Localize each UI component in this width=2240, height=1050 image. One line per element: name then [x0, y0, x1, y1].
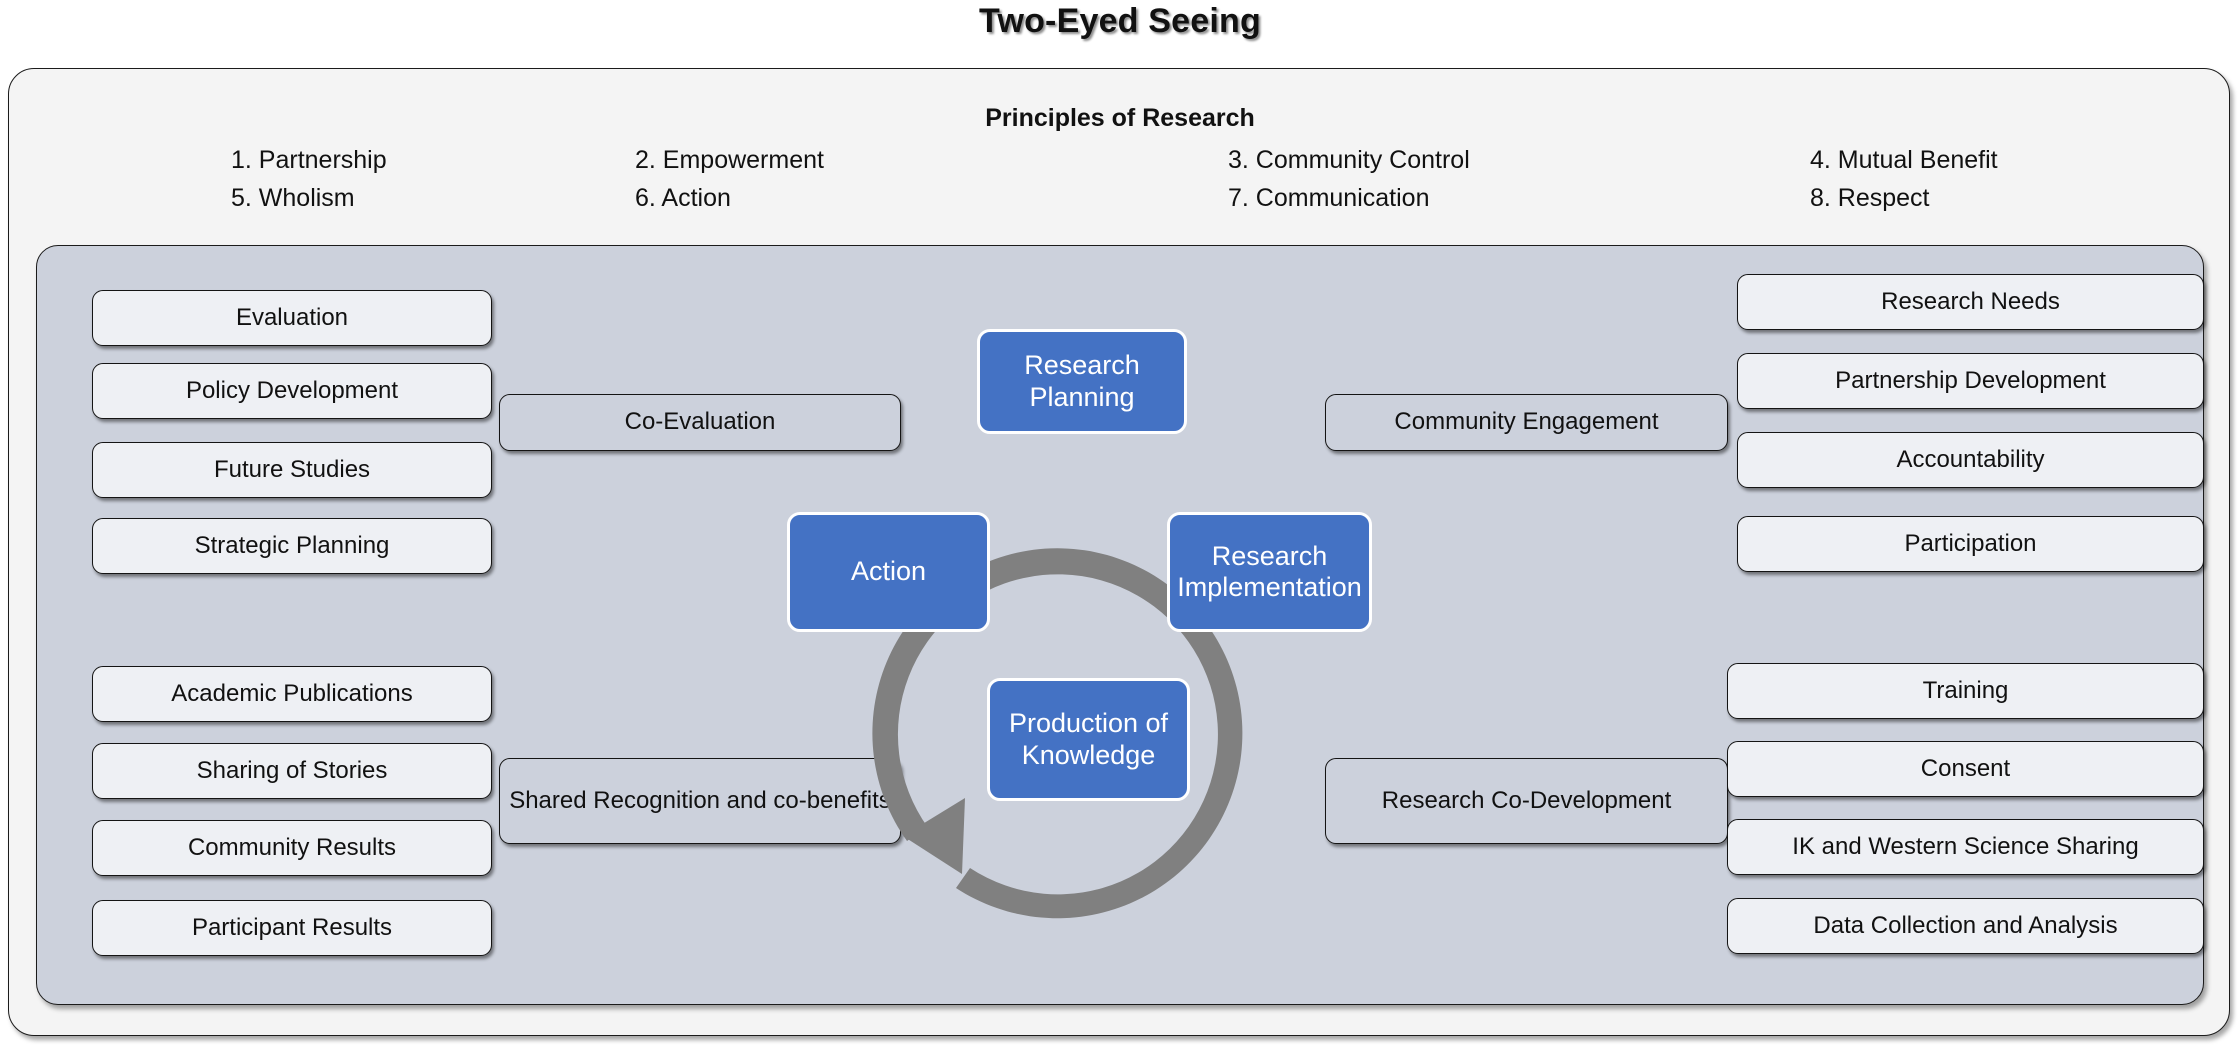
- principle-item-8: 8. Respect: [1810, 184, 1930, 212]
- node-participation[interactable]: Participation: [1737, 516, 2204, 572]
- inner-panel: Evaluation Policy Development Future Stu…: [36, 245, 2204, 1005]
- cycle-node-research-implementation[interactable]: Research Implementation: [1167, 512, 1372, 632]
- cycle-node-production-of-knowledge[interactable]: Production of Knowledge: [987, 678, 1190, 801]
- node-shared-recognition-and-co-benefits[interactable]: Shared Recognition and co-benefits: [499, 758, 901, 844]
- page-title: Two-Eyed Seeing: [979, 2, 1261, 40]
- node-participant-results[interactable]: Participant Results: [92, 900, 492, 956]
- node-strategic-planning[interactable]: Strategic Planning: [92, 518, 492, 574]
- principles-grid: 1. Partnership 5. Wholism 2. Empowerment…: [9, 146, 2231, 246]
- node-sharing-of-stories[interactable]: Sharing of Stories: [92, 743, 492, 799]
- node-community-engagement[interactable]: Community Engagement: [1325, 394, 1728, 451]
- principle-item-1: 1. Partnership: [231, 146, 387, 174]
- node-partnership-development[interactable]: Partnership Development: [1737, 353, 2204, 409]
- node-accountability[interactable]: Accountability: [1737, 432, 2204, 488]
- node-community-results[interactable]: Community Results: [92, 820, 492, 876]
- node-policy-development[interactable]: Policy Development: [92, 363, 492, 419]
- node-co-evaluation[interactable]: Co-Evaluation: [499, 394, 901, 451]
- principle-item-2: 2. Empowerment: [635, 146, 824, 174]
- principle-item-5: 5. Wholism: [231, 184, 355, 212]
- principle-item-6: 6. Action: [635, 184, 731, 212]
- node-data-collection-and-analysis[interactable]: Data Collection and Analysis: [1727, 898, 2204, 954]
- cycle-node-action[interactable]: Action: [787, 512, 990, 632]
- principles-heading: Principles of Research: [985, 104, 1255, 132]
- node-consent[interactable]: Consent: [1727, 741, 2204, 797]
- node-academic-publications[interactable]: Academic Publications: [92, 666, 492, 722]
- cycle-node-research-planning[interactable]: Research Planning: [977, 329, 1187, 434]
- node-evaluation[interactable]: Evaluation: [92, 290, 492, 346]
- node-ik-and-western-science-sharing[interactable]: IK and Western Science Sharing: [1727, 819, 2204, 875]
- node-research-needs[interactable]: Research Needs: [1737, 274, 2204, 330]
- node-research-co-development[interactable]: Research Co-Development: [1325, 758, 1728, 844]
- node-future-studies[interactable]: Future Studies: [92, 442, 492, 498]
- node-training[interactable]: Training: [1727, 663, 2204, 719]
- principle-item-3: 3. Community Control: [1228, 146, 1470, 174]
- principle-item-7: 7. Communication: [1228, 184, 1430, 212]
- outer-frame: Principles of Research 1. Partnership 5.…: [8, 68, 2230, 1036]
- principle-item-4: 4. Mutual Benefit: [1810, 146, 1998, 174]
